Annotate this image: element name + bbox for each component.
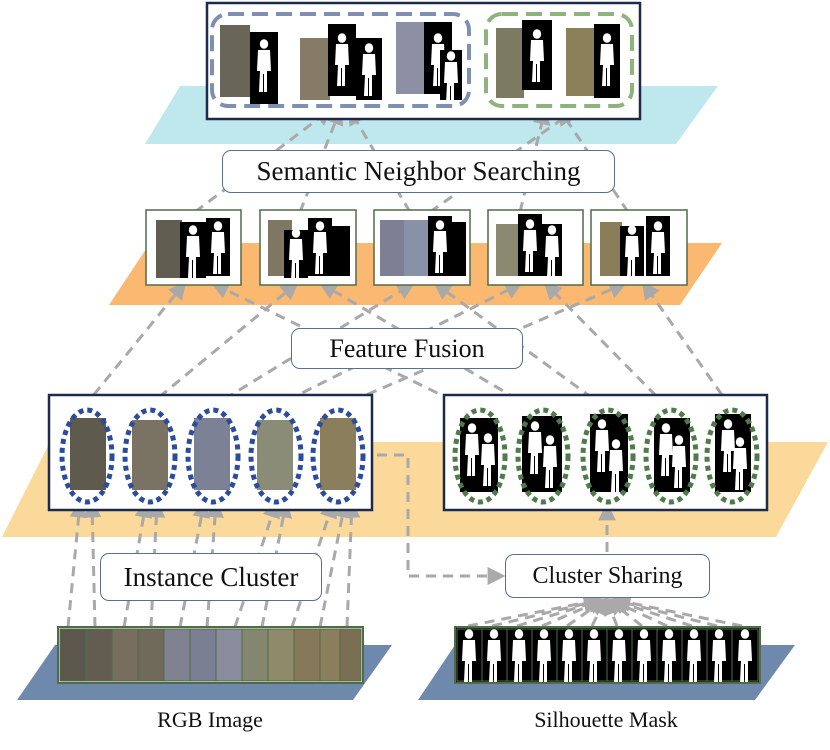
fused-tile-3 (373, 209, 471, 286)
cluster-sharing-label: Cluster Sharing (505, 554, 710, 598)
rgb-image-caption: RGB Image (157, 707, 263, 732)
instance-cluster-label: Instance Cluster (100, 553, 322, 601)
silhouette-cluster-images (460, 414, 751, 492)
fused-tile-1 (145, 209, 242, 286)
rgb-image-strip (57, 626, 364, 684)
silhouette-mask-caption: Silhouette Mask (534, 707, 678, 732)
fused-tile-2 (259, 209, 357, 286)
top-panel (205, 1, 642, 121)
top-blue-group-images (220, 22, 462, 104)
fused-tile-5 (590, 209, 688, 286)
silhouette-cluster-panel (442, 393, 769, 512)
instance-cluster-panel (47, 393, 374, 512)
semantic-neighbor-searching-label: Semantic Neighbor Searching (222, 150, 615, 193)
top-green-group-images (496, 20, 620, 98)
green-cluster-ellipses (452, 407, 760, 505)
feature-fusion-label: Feature Fusion (291, 328, 523, 369)
blue-cluster-ellipses (59, 407, 366, 505)
top-blue-group-outline (210, 12, 471, 108)
top-green-group-outline (484, 12, 634, 108)
fused-feature-tiles (145, 209, 688, 286)
silhouette-mask-strip (454, 626, 761, 684)
rgb-cluster-images (70, 418, 356, 490)
fused-tile-4 (487, 209, 584, 286)
